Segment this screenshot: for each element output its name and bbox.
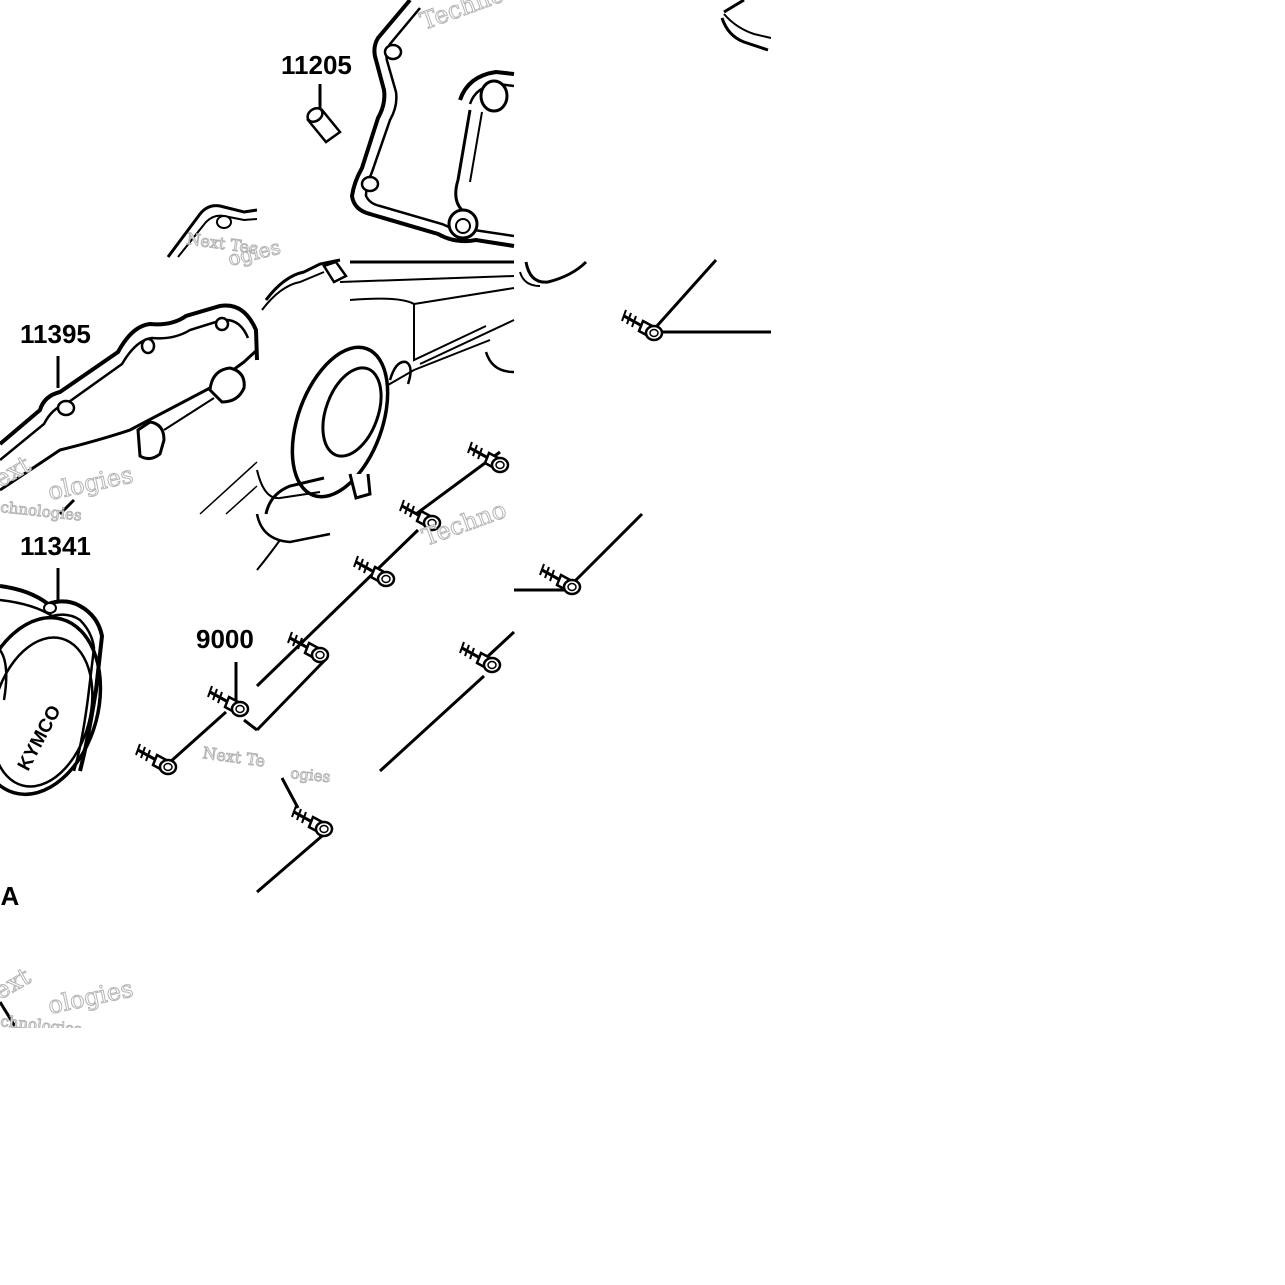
part-number-partial: 0A (0, 881, 20, 911)
bolt (206, 684, 250, 718)
gasket-11395 (0, 303, 259, 516)
gear-case-cover (256, 258, 515, 516)
bolt (458, 640, 502, 674)
watermark: Next Te (201, 743, 266, 771)
part-number-11205: 11205 (281, 50, 352, 80)
oil-filler-fitting (720, 0, 772, 52)
cover-logo: KYMCO (14, 702, 66, 774)
bolt (466, 440, 510, 474)
part-number-11341: 11341 (20, 531, 91, 561)
generator-cover-11341 (0, 568, 258, 797)
watermark: ogies (290, 764, 332, 786)
leader-lines-right (514, 512, 644, 592)
watermark: Techno (418, 496, 509, 552)
watermark: ologies (45, 975, 135, 1020)
watermark: ologies (45, 461, 135, 506)
gasket-corner-fragment (166, 204, 258, 258)
watermark: Techno (416, 0, 507, 36)
bolt (134, 742, 178, 776)
crankcase-cover-outline (349, 0, 515, 248)
bolts-and-leaders (255, 513, 516, 773)
dowel-pin-11205 (306, 84, 342, 144)
case-edge-right (519, 258, 771, 338)
part-number-11395: 11395 (20, 319, 91, 349)
bolt (620, 308, 664, 342)
watermark: ext (0, 962, 36, 1005)
bolt (290, 804, 334, 838)
lower-leaders (0, 777, 323, 1029)
part-number-9000: 9000 (196, 624, 254, 654)
